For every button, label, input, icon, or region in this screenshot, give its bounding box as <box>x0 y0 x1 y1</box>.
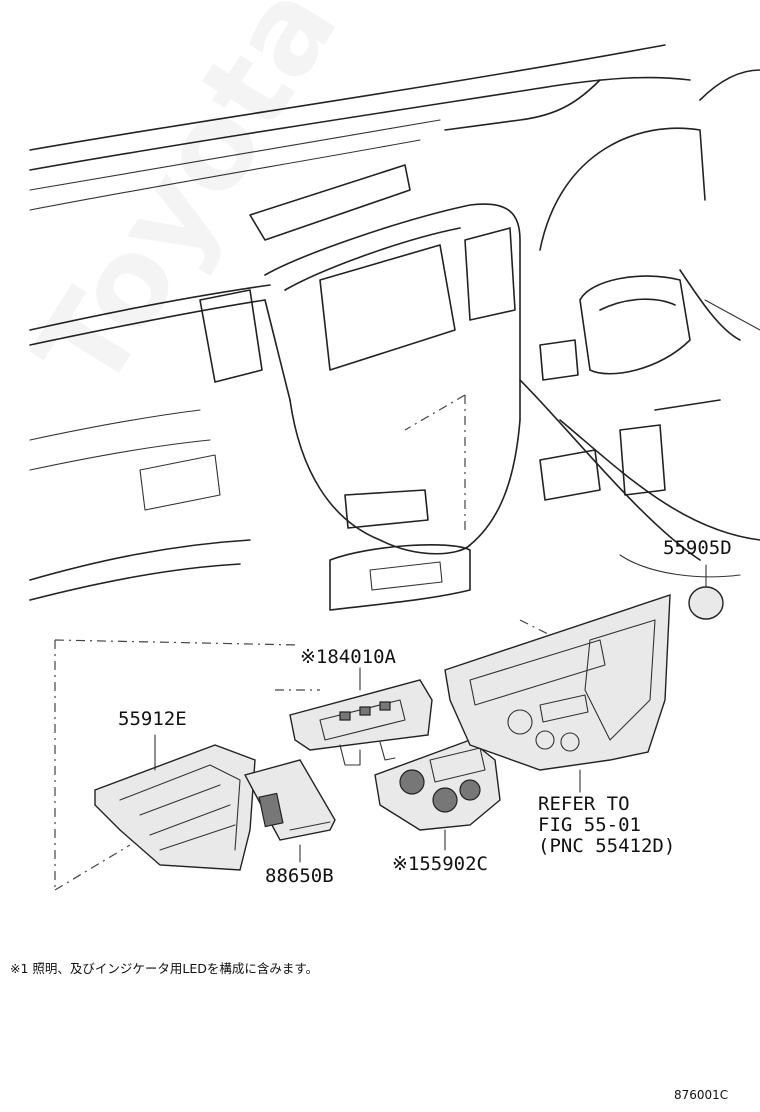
figure-code: 876001C <box>674 1088 729 1102</box>
knob-55905d-shape <box>688 564 724 620</box>
dashboard-outline <box>29 44 760 611</box>
footnote: ※1 照明、及びインジケータ用LEDを構成に含みます。 <box>10 961 319 976</box>
label-84010a: ※184010A <box>300 646 396 668</box>
label-refer-fig: FIG 55-01 <box>538 814 641 836</box>
switch-84010a-shape <box>289 667 433 766</box>
label-refer-pnc: (PNC 55412D) <box>538 835 676 857</box>
leader-lines <box>54 394 561 891</box>
label-55905d: 55905D <box>663 537 732 559</box>
center-panel-shape <box>444 594 671 793</box>
bracket-55912e-shape <box>94 734 256 871</box>
label-55902c: ※155902C <box>392 853 488 875</box>
ecu-88650b-shape <box>243 759 336 863</box>
label-55912e: 55912E <box>118 708 187 730</box>
control-55902c-shape <box>374 739 501 851</box>
label-refer-to: REFER TO <box>538 793 630 815</box>
label-88650b: 88650B <box>265 865 334 887</box>
